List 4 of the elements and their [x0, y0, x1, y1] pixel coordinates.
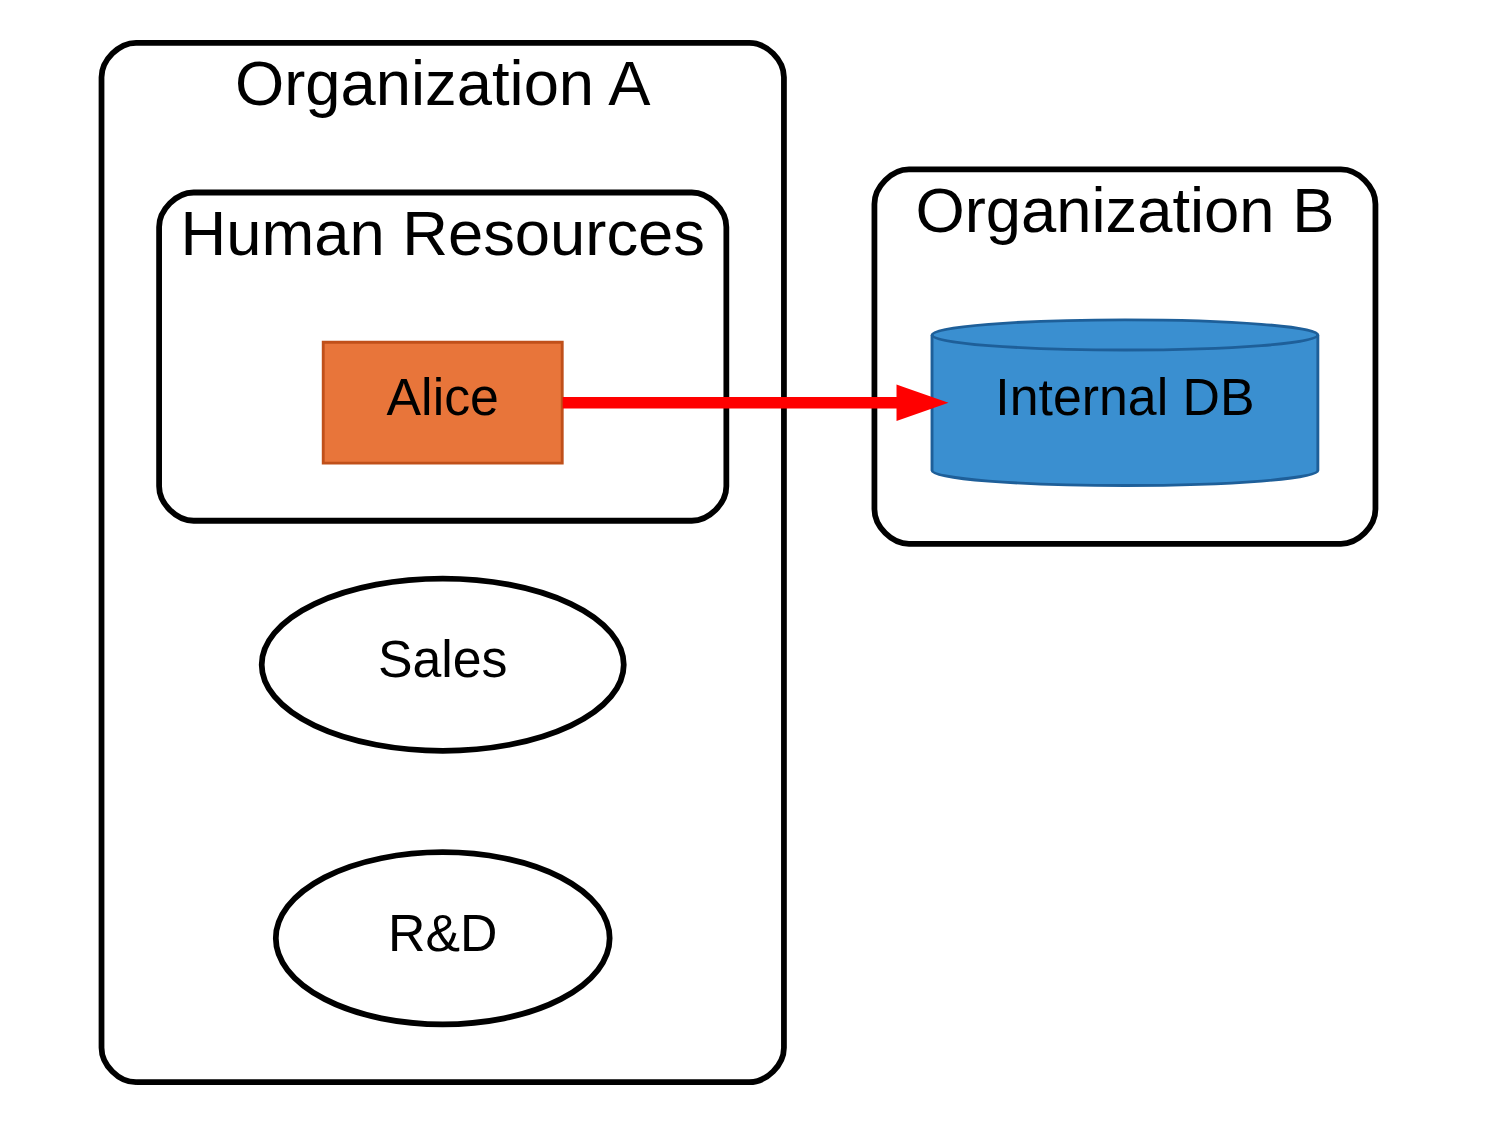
arrow: [562, 384, 949, 421]
node-ellipse: Sales: [258, 575, 627, 754]
node-box: Alice: [321, 340, 564, 465]
node-ellipse: R&D: [272, 849, 613, 1028]
